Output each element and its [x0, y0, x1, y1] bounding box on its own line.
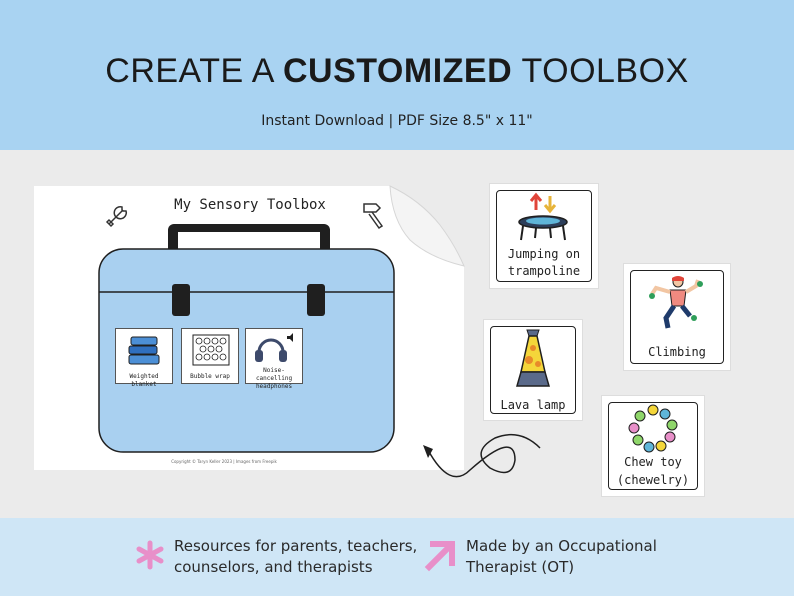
- blanket-icon: [128, 336, 160, 365]
- header-banner: [0, 0, 794, 150]
- hammer-icon: [363, 203, 384, 230]
- asterisk-icon: [136, 540, 164, 570]
- toolbox-card-headphones: Noise-cancelling headphones: [245, 328, 303, 390]
- climbing-icon: [649, 276, 703, 329]
- toolbox-card-weighted-blanket: Weighted blanket: [115, 328, 173, 388]
- trampoline-icon: [518, 192, 568, 241]
- copyright-text: Copyright © Taryn Keller 2023 | Images f…: [171, 459, 277, 464]
- wrench-icon: [105, 206, 127, 228]
- card-climbing: Climbing: [624, 264, 730, 370]
- card-trampoline: Jumping on trampoline: [490, 184, 598, 288]
- toolbox-card-bubble-wrap: Bubble wrap: [181, 328, 239, 384]
- card-chew-toy: Chew toy (chewelry): [602, 396, 704, 496]
- footer-banner: [0, 518, 794, 596]
- card-lava-lamp: Lava lamp: [484, 320, 582, 420]
- headphones-icon: [255, 333, 293, 362]
- chew-necklace-icon: [628, 404, 678, 453]
- feature-made-by-ot: Made by an Occupational Therapist (OT): [466, 537, 657, 576]
- page-subtitle: Instant Download | PDF Size 8.5" x 11": [261, 113, 533, 129]
- arrow-up-right-icon: [424, 540, 456, 572]
- worksheet-title: My Sensory Toolbox: [174, 197, 326, 213]
- feature-resources: Resources for parents, teachers, counsel…: [174, 537, 418, 576]
- page-title: CREATE A CUSTOMIZED TOOLBOX: [105, 52, 689, 90]
- lava-lamp-icon: [516, 329, 550, 387]
- bubble-wrap-icon: [192, 334, 230, 366]
